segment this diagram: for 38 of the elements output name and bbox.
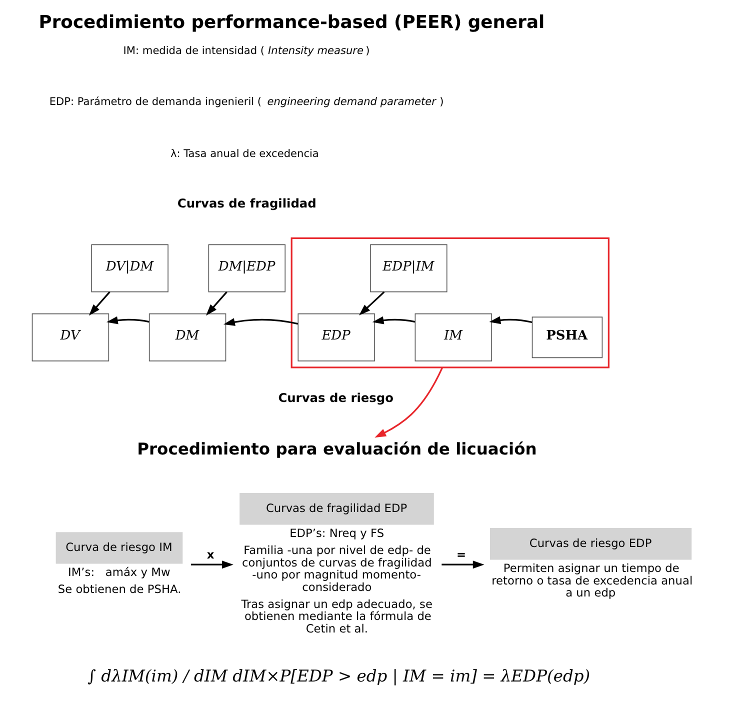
label: ∫ dλIM(im) / dIM dIM×P[EDP > edp | IM = im] = λEDP(edp) [88, 666, 590, 686]
node-box: Curvas de fragilidad EDP [240, 493, 434, 525]
node-label: IM’s: amáx y Mw [68, 565, 170, 580]
node-box: IM [414, 313, 492, 362]
node-box: DV [32, 313, 110, 362]
label: EDP: Parámetro de demanda ingenieril (engineering demand parameter) [49, 96, 444, 108]
node-label: Se obtienen de PSHA. [58, 582, 182, 596]
arrow [372, 316, 416, 324]
arrow [88, 291, 110, 316]
arrow [489, 316, 532, 324]
label: Curvas de fragilidad [177, 196, 316, 211]
diagram-title: Procedimiento performance-based (PEER) general [38, 12, 545, 34]
arrow [359, 291, 385, 316]
node-box: DV|DM [91, 244, 168, 292]
arrow [374, 367, 444, 438]
arrow [223, 318, 298, 326]
node-box: EDP [298, 313, 375, 362]
edge-label: = [456, 547, 466, 562]
arrow [190, 560, 234, 569]
edge-label: x [206, 547, 214, 562]
node-box: DM|EDP [208, 244, 286, 292]
cluster [290, 237, 610, 368]
node-box: Curvas de riesgo EDP [490, 528, 692, 560]
node-label: EDP’s: Nreq y FS [290, 526, 384, 540]
label: Curvas de riesgo [278, 391, 394, 405]
label: IM: medida de intensidad (Intensity measure) [123, 44, 370, 57]
node-box: EDP|IM [370, 244, 448, 292]
arrow [442, 560, 484, 569]
arrow [106, 316, 150, 324]
arrow [206, 291, 228, 316]
node-label: Permiten asignar un tiempo de retorno o tasa de excedencia anual a un edp [492, 561, 693, 600]
node-box: PSHA [532, 316, 603, 358]
node-label: Familia -una por nivel de edp- de conjuntos de curvas de fragilidad -uno por magnitud momento- considerado [242, 543, 432, 594]
node-box: DM [148, 313, 226, 362]
node-box: Curva de riesgo IM [56, 532, 183, 564]
node-label: Tras asignar un edp adecuado, se obtienen mediante la fórmula de Cetin et al. [241, 596, 432, 636]
label: λ: Tasa anual de excedencia [170, 148, 319, 160]
node-text: Procedimiento para evaluación de licuación [137, 439, 537, 458]
